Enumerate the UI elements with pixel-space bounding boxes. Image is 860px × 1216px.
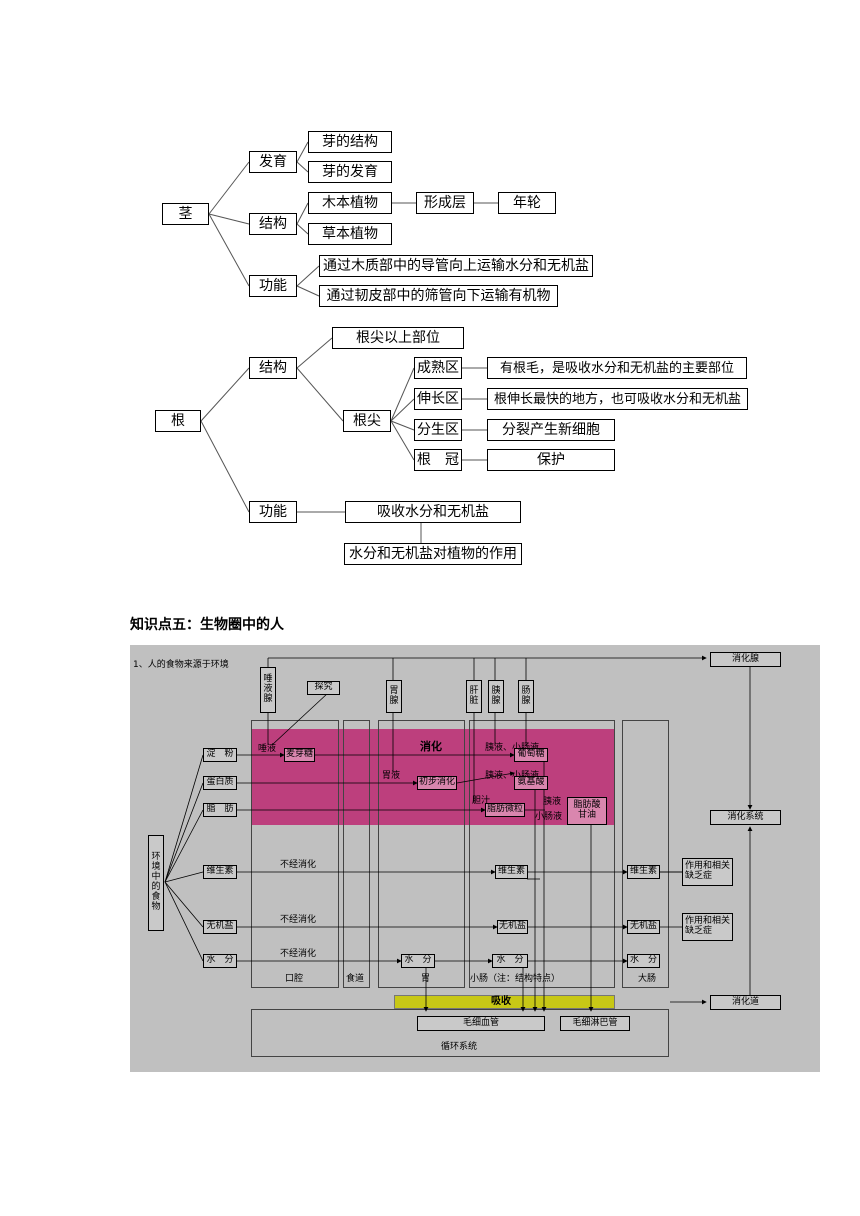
liver: 肝脏: [466, 680, 482, 713]
stomach-column: [378, 720, 465, 988]
juice-2-text: 胰液、小肠液: [485, 771, 540, 781]
food-source-box: 环境中的食物: [148, 835, 164, 931]
mouth-column: [251, 720, 339, 988]
small-intestine-column: [469, 720, 615, 988]
fat-droplet-box: 脂肪微粒: [485, 803, 525, 817]
esophagus-column: [343, 720, 370, 988]
food-mineral: 无机盐: [203, 920, 237, 934]
absorption-zone: [394, 995, 615, 1009]
juice-4-text: 小肠液: [535, 812, 563, 822]
digestive-tract-box: 消化道: [710, 995, 781, 1010]
initial-digest-box: 初步消化: [417, 776, 457, 790]
fatty-acid-glycerol-box: 脂肪酸 甘油: [567, 797, 607, 825]
digestion-label: 消化: [420, 740, 442, 753]
food-starch: 淀 粉: [203, 748, 237, 762]
stem-root-connectors: [200, 141, 498, 543]
root-cap-node: 根 冠: [414, 449, 462, 471]
glycerol-text: 甘油: [577, 810, 596, 820]
saliva-text: 唾液: [258, 744, 277, 754]
stem-root-node: 茎: [162, 203, 209, 225]
stem-develop-node: 发育: [249, 151, 297, 173]
woody-plant-node: 木本植物: [308, 192, 392, 214]
water-intestine-box: 水 分: [492, 954, 528, 968]
vitamin-large-box: 维生素: [627, 865, 660, 879]
digestive-system-box: 消化系统: [710, 810, 781, 825]
undigested-text-1: 不经消化: [280, 860, 317, 870]
undigested-text-2: 不经消化: [280, 915, 317, 925]
absorb-water-node: 吸收水分和无机盐: [345, 501, 521, 523]
amino-acid-box: 氨基酸: [514, 776, 548, 790]
explore-box: 探究: [307, 681, 340, 695]
esophagus-label: 食道: [346, 974, 365, 984]
water-large-box: 水 分: [627, 954, 660, 968]
diagram-title: 1、人的食物来源于环境: [133, 660, 229, 670]
stem-function-node: 功能: [249, 275, 297, 297]
bud-development-node: 芽的发育: [308, 161, 392, 183]
root-root-node: 根: [155, 410, 201, 432]
food-protein: 蛋白质: [203, 776, 237, 790]
lymph-box: 毛细淋巴管: [560, 1016, 630, 1031]
absorb-label: 吸收: [491, 996, 511, 1007]
elongation-zone-node: 伸长区: [414, 388, 462, 410]
intestinal-gland: 肠腺: [518, 680, 534, 713]
glucose-box: 葡萄糖: [514, 748, 548, 762]
digestive-gland-box: 消化腺: [710, 652, 781, 667]
maltose-box: 麦芽糖: [284, 748, 315, 762]
bud-structure-node: 芽的结构: [308, 131, 392, 153]
water-stomach-box: 水 分: [401, 954, 435, 968]
mouth-label: 口腔: [285, 974, 304, 984]
salivary-gland: 唾液腺: [260, 667, 276, 713]
vitamin-intestine-box: 维生素: [495, 865, 528, 879]
gastric-juice-text: 胃液: [382, 771, 401, 781]
pancreas: 胰腺: [488, 680, 504, 713]
section-heading: 知识点五：生物圈中的人: [130, 617, 284, 633]
annual-ring-node: 年轮: [498, 192, 556, 214]
root-function-node: 功能: [249, 501, 297, 523]
xylem-transport-node: 通过木质部中的导管向上运输水分和无机盐: [319, 255, 593, 277]
phloem-transport-node: 通过韧皮部中的筛管向下运输有机物: [319, 285, 558, 307]
cambium-node: 形成层: [416, 192, 474, 214]
root-cap-desc: 保护: [487, 449, 615, 471]
capillary-box: 毛细血管: [417, 1016, 545, 1031]
small-intestine-label: 小肠（注：结构特点）: [470, 974, 561, 984]
undigested-text-3: 不经消化: [280, 949, 317, 959]
circulation-label: 循环系统: [441, 1042, 478, 1052]
bile-text: 胆汁: [472, 796, 491, 806]
root-structure-node: 结构: [249, 357, 297, 379]
food-fat: 脂 肪: [203, 803, 237, 817]
maturation-zone-node: 成熟区: [414, 357, 462, 379]
meristem-zone-desc: 分裂产生新细胞: [487, 419, 615, 441]
digestion-diagram: 1、人的食物来源于环境 环境中的食物 唾液腺 胃腺 肝脏 胰腺 肠腺 探究 淀 …: [130, 645, 820, 1072]
elongation-zone-desc: 根伸长最快的地方，也可吸收水分和无机盐: [487, 388, 748, 410]
vitamin-effect-box: 作用和相关缺乏症: [682, 858, 733, 886]
water-role-node: 水分和无机盐对植物的作用: [344, 543, 522, 565]
above-root-tip-node: 根尖以上部位: [332, 327, 464, 349]
meristem-zone-node: 分生区: [414, 419, 462, 441]
juice-3-text: 胰液: [543, 797, 562, 807]
circulation-box: [251, 1009, 669, 1057]
mineral-large-box: 无机盐: [627, 920, 660, 934]
food-water: 水 分: [203, 954, 237, 968]
mineral-effect-box: 作用和相关缺乏症: [682, 913, 733, 941]
food-vitamin: 维生素: [203, 865, 237, 879]
fatty-acid-text: 脂肪酸: [573, 800, 601, 811]
juice-1-text: 胰液、小肠液: [485, 743, 540, 753]
digestion-flow-lines: [164, 655, 753, 1012]
stem-structure-node: 结构: [249, 213, 297, 235]
gastric-gland: 胃腺: [386, 680, 402, 713]
mineral-intestine-box: 无机盐: [497, 920, 528, 934]
large-intestine-column: [622, 720, 669, 988]
root-tip-node: 根尖: [343, 410, 391, 432]
maturation-zone-desc: 有根毛，是吸收水分和无机盐的主要部位: [487, 357, 747, 379]
herbaceous-plant-node: 草本植物: [308, 223, 392, 245]
stomach-label: 胃: [421, 974, 431, 984]
large-intestine-label: 大肠: [638, 974, 657, 984]
